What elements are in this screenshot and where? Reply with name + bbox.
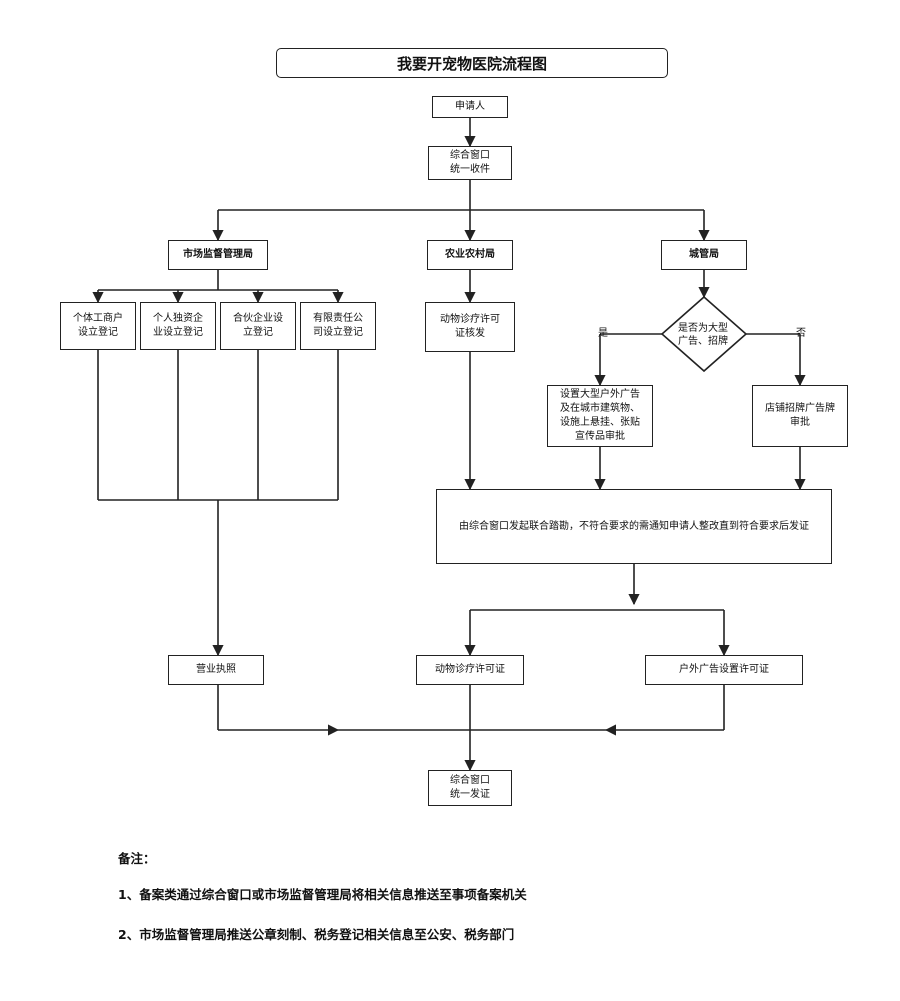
node-ad-permit: 户外广告设置许可证 [645, 655, 803, 685]
node-applicant: 申请人 [432, 96, 508, 118]
decision-label: 是否为大型 广告、招牌 [678, 323, 728, 347]
node-sole-proprietor-registration: 个人独资企 业设立登记 [140, 302, 216, 350]
node-market-bureau: 市场监督管理局 [168, 240, 268, 270]
node-window-issue: 综合窗口 统一发证 [428, 770, 512, 806]
node-animal-permit: 动物诊疗许可证 [416, 655, 524, 685]
page-title: 我要开宠物医院流程图 [276, 48, 668, 78]
node-shop-sign-approval: 店铺招牌广告牌 审批 [752, 385, 848, 447]
branch-no-label: 否 [796, 328, 806, 339]
node-joint-inspection: 由综合窗口发起联合踏勘，不符合要求的需通知申请人整改直到符合要求后发证 [436, 489, 832, 564]
node-individual-registration: 个体工商户 设立登记 [60, 302, 136, 350]
node-llc-registration: 有限责任公 司设立登记 [300, 302, 376, 350]
node-animal-permit-review: 动物诊疗许可 证核发 [425, 302, 515, 352]
node-large-ad-approval: 设置大型户外广告 及在城市建筑物、 设施上悬挂、张贴 宣传品审批 [547, 385, 653, 447]
node-window-receive: 综合窗口 统一收件 [428, 146, 512, 180]
node-partnership-registration: 合伙企业设 立登记 [220, 302, 296, 350]
note-item-2: 2、市场监督管理局推送公章刻制、税务登记相关信息至公安、税务部门 [118, 927, 515, 942]
node-business-license: 营业执照 [168, 655, 264, 685]
notes-header: 备注： [118, 851, 156, 866]
branch-yes-label: 是 [598, 328, 608, 339]
decision-diamond [660, 295, 748, 373]
note-item-1: 1、备案类通过综合窗口或市场监督管理局将相关信息推送至事项备案机关 [118, 887, 527, 902]
node-urban-bureau: 城管局 [661, 240, 747, 270]
node-agri-bureau: 农业农村局 [427, 240, 513, 270]
